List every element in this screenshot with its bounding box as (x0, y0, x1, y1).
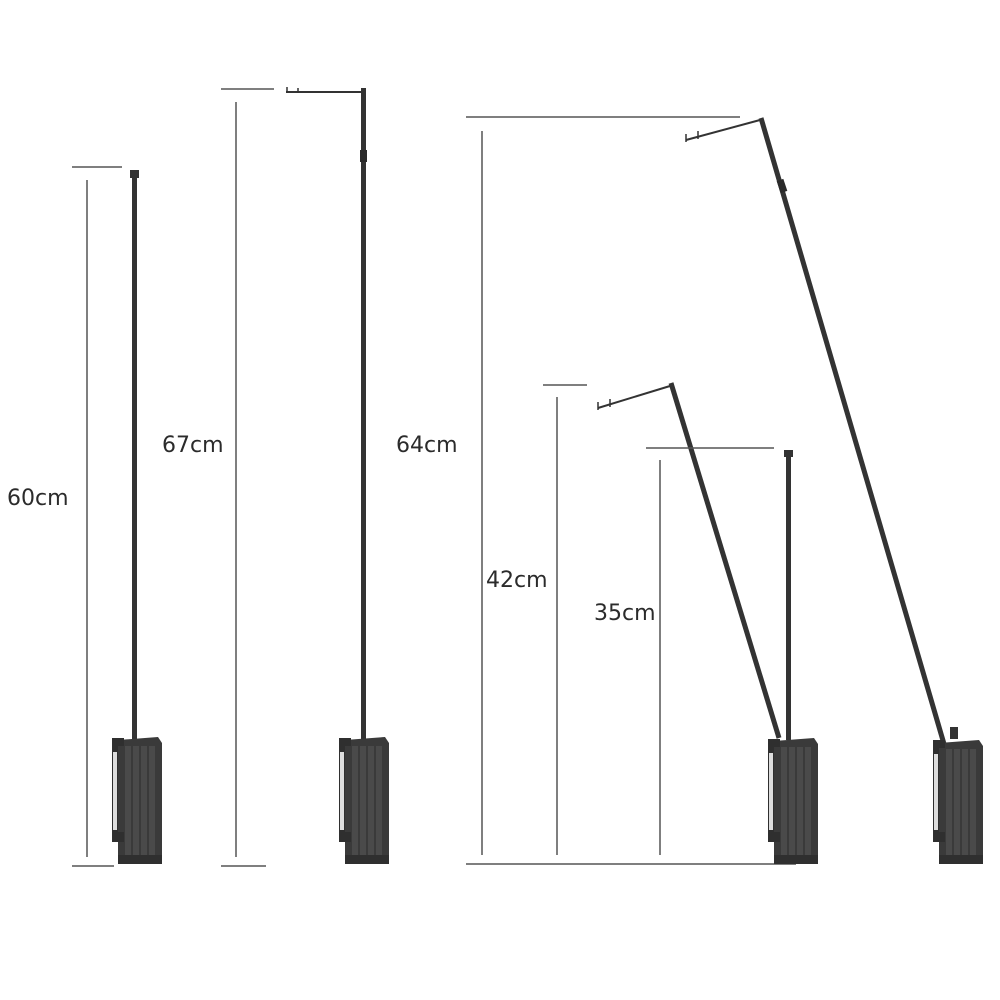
lamp-base-clamp (112, 737, 162, 864)
dimension-line-64 (466, 116, 740, 855)
dimension-label-35: 35cm (594, 601, 656, 626)
dimension-label-60: 60cm (7, 486, 69, 511)
lamp-base-clamp (339, 737, 389, 864)
lamp-tilted-42: 42cm (486, 382, 782, 855)
lamp-base-clamp (768, 738, 818, 864)
dimension-line-35 (646, 447, 774, 855)
lamp-head (685, 119, 761, 142)
lamp-straight-60: 60cm (7, 166, 162, 867)
lamp-base-clamp (933, 727, 983, 864)
dimension-label-42: 42cm (486, 568, 548, 593)
lamp-head (597, 385, 671, 410)
lamp-head (286, 87, 363, 93)
lamp-rod (668, 382, 782, 739)
lamp-straight-67-head: 67cm (162, 87, 389, 867)
dimension-line-42 (543, 384, 587, 855)
dimension-line-67 (221, 88, 274, 867)
lamp-straight-35: 35cm (594, 447, 818, 864)
lamp-rod (758, 117, 947, 745)
dimension-line-60 (72, 166, 122, 867)
lamp-rod (784, 450, 793, 740)
lamp-rod (360, 88, 367, 740)
dimension-label-64: 64cm (396, 433, 458, 458)
dimension-label-67: 67cm (162, 433, 224, 458)
lamp-tilted-64: 64cm (396, 116, 983, 864)
lamp-rod (130, 170, 139, 740)
